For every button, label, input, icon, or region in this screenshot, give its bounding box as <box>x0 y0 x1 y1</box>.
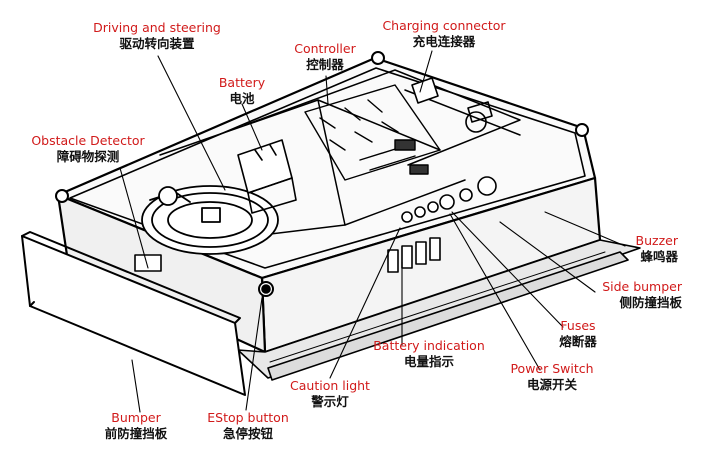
label-en: Power Switch <box>510 361 594 376</box>
battery-block <box>237 139 297 214</box>
label-battery-indication: Battery indication 电量指示 <box>364 338 494 369</box>
side-bumper-shape <box>267 251 629 381</box>
label-zh: 障碍物探测 <box>56 148 120 164</box>
control-panel <box>261 176 497 294</box>
label-zh: 电池 <box>229 90 255 106</box>
label-zh: 警示灯 <box>311 393 349 409</box>
label-en: Bumper <box>111 410 161 425</box>
label-estop-button: EStop button 急停按钮 <box>200 410 296 441</box>
label-controller: Controller 控制器 <box>285 41 365 72</box>
label-driving-steering: Driving and steering 驱动转向装置 <box>92 20 222 51</box>
label-zh: 控制器 <box>306 56 344 72</box>
label-en: Battery indication <box>373 338 485 353</box>
label-power-switch: Power Switch 电源开关 <box>502 361 602 392</box>
label-zh: 电量指示 <box>403 353 454 369</box>
label-side-bumper: Side bumper 侧防撞挡板 <box>590 279 682 310</box>
charging-connector-shape <box>411 77 493 133</box>
label-en: Controller <box>294 41 356 56</box>
label-caution-light: Caution light 警示灯 <box>280 378 380 409</box>
label-en: Battery <box>218 75 266 90</box>
label-zh: 电源开关 <box>526 376 577 392</box>
controller-board <box>304 84 441 181</box>
leader-lines <box>119 50 626 413</box>
label-obstacle-detector: Obstacle Detector 障碍物探测 <box>26 133 150 164</box>
label-en: Fuses <box>560 318 596 333</box>
label-zh: 急停按钮 <box>222 425 273 441</box>
label-zh: 充电连接器 <box>412 33 476 49</box>
label-zh: 熔断器 <box>559 333 597 349</box>
label-en: Driving and steering <box>93 20 221 35</box>
drive-wheel-assembly <box>141 185 279 255</box>
label-zh: 前防撞挡板 <box>104 425 168 441</box>
front-bumper-shape <box>21 231 246 396</box>
label-en: Charging connector <box>382 18 506 33</box>
corner-posts <box>55 51 589 297</box>
label-charging-connector: Charging connector 充电连接器 <box>374 18 514 49</box>
label-en: Obstacle Detector <box>31 133 145 148</box>
label-battery: Battery 电池 <box>210 75 274 106</box>
label-zh: 侧防撞挡板 <box>619 294 682 310</box>
label-zh: 蜂鸣器 <box>640 248 678 264</box>
label-zh: 驱动转向装置 <box>119 35 195 51</box>
obstacle-detector-shape <box>134 254 162 272</box>
label-en: Side bumper <box>602 279 682 294</box>
label-buzzer: Buzzer 蜂鸣器 <box>612 233 678 264</box>
label-en: Caution light <box>290 378 370 393</box>
label-en: EStop button <box>207 410 289 425</box>
label-bumper: Bumper 前防撞挡板 <box>90 410 182 441</box>
label-en: Buzzer <box>635 233 678 248</box>
label-fuses: Fuses 熔断器 <box>548 318 608 349</box>
